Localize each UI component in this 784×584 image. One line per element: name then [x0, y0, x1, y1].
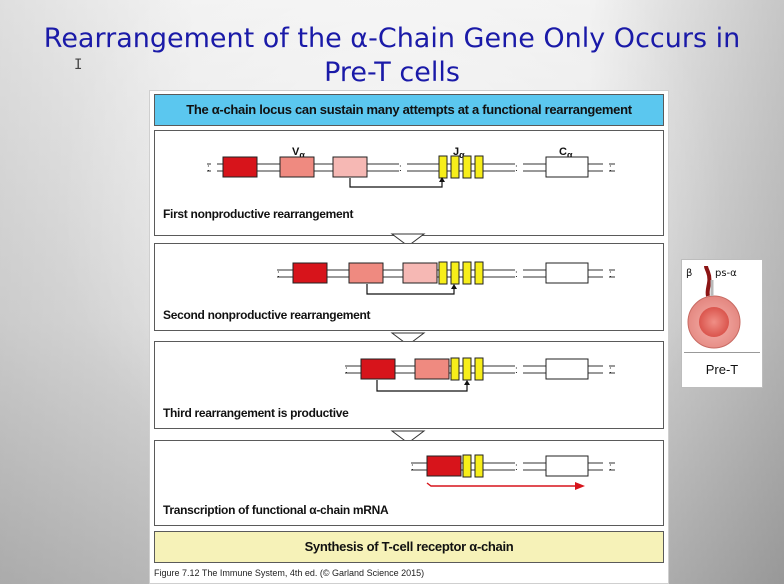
j-segment	[462, 155, 472, 179]
down-arrow-icon	[390, 332, 426, 346]
c-segment	[545, 156, 589, 178]
slide-title: Rearrangement of the α-Chain Gene Only O…	[43, 23, 741, 88]
pre-t-cell-illustration: β ps-α	[686, 265, 741, 349]
j-segment	[462, 261, 472, 285]
j-segment	[450, 357, 460, 381]
pre-t-label: Pre-T	[705, 362, 739, 377]
pre-t-cell-card: β ps-α Pre-T	[681, 259, 763, 388]
cell-nucleus	[699, 307, 729, 337]
j-segment	[450, 155, 460, 179]
v-segment	[292, 262, 328, 284]
j-segment	[450, 261, 460, 285]
j-segment	[438, 261, 448, 285]
svg-text::: :	[609, 163, 612, 174]
c-segment	[545, 455, 589, 477]
c-segment	[545, 262, 589, 284]
svg-text::: :	[277, 269, 280, 280]
v-segment	[222, 156, 258, 178]
v-segment	[426, 455, 462, 477]
j-segment	[462, 454, 472, 478]
figure-header: The α-chain locus can sustain many attem…	[154, 94, 664, 126]
svg-text::: :	[609, 269, 612, 280]
svg-text::: :	[609, 365, 612, 376]
locus-diagram-4: :::	[411, 454, 615, 490]
beta-label: β	[686, 268, 692, 279]
j-segment	[462, 357, 472, 381]
pre-alpha-label: ps-α	[715, 268, 737, 279]
svg-text::: :	[515, 462, 518, 473]
j-segment	[474, 454, 484, 478]
svg-text::: :	[609, 462, 612, 473]
figure-header-text: The α-chain locus can sustain many attem…	[186, 102, 632, 117]
rearrangement-arrow	[349, 178, 443, 188]
panel-caption: First nonproductive rearrangement	[163, 207, 354, 221]
svg-text::: :	[345, 365, 348, 376]
v-segment	[348, 262, 384, 284]
svg-text::: :	[411, 462, 414, 473]
beta-chain	[704, 265, 712, 297]
v-segment	[279, 156, 315, 178]
figure-footer-text: Synthesis of T-cell receptor α-chain	[304, 539, 514, 554]
svg-text::: :	[207, 163, 210, 174]
panel-transcription: ::: Transcription of functional α-chain …	[154, 440, 664, 526]
v-segment	[402, 262, 438, 284]
j-segment	[474, 261, 484, 285]
rearrangement-arrow	[366, 284, 455, 295]
c-segment	[545, 358, 589, 380]
j-segment	[474, 357, 484, 381]
transcript-arrow	[426, 482, 577, 487]
svg-text::: :	[399, 163, 402, 174]
v-segment	[360, 358, 396, 380]
card-divider	[684, 352, 760, 353]
svg-text::: :	[515, 269, 518, 280]
down-arrow-icon	[390, 430, 426, 444]
figure-footer: Synthesis of T-cell receptor α-chain	[154, 531, 664, 563]
figure: The α-chain locus can sustain many attem…	[149, 90, 669, 584]
locus-diagram-3: :::	[345, 357, 615, 392]
locus-diagram-2: :::	[277, 261, 615, 295]
svg-text::: :	[515, 365, 518, 376]
panel-first-nonproductive: Vα Jα Cα ::::	[154, 130, 664, 236]
text-cursor-icon: I	[74, 57, 83, 73]
j-segment	[474, 155, 484, 179]
down-arrow-icon	[390, 233, 426, 247]
panel-caption: Third rearrangement is productive	[163, 406, 349, 420]
v-segment	[332, 156, 368, 178]
panel-second-nonproductive: ::: Second nonproductive rearrangement	[154, 243, 664, 331]
panel-caption: Transcription of functional α-chain mRNA	[163, 503, 389, 517]
svg-text::: :	[515, 163, 518, 174]
locus-diagram-1: Vα Jα Cα ::::	[207, 146, 615, 188]
j-segment	[438, 155, 448, 179]
panel-third-productive: ::: Third rearrangement is productive	[154, 341, 664, 429]
v-segment	[414, 358, 450, 380]
panel-caption: Second nonproductive rearrangement	[163, 308, 371, 322]
rearrangement-arrow	[376, 380, 468, 392]
figure-credit: Figure 7.12 The Immune System, 4th ed. (…	[154, 568, 425, 578]
